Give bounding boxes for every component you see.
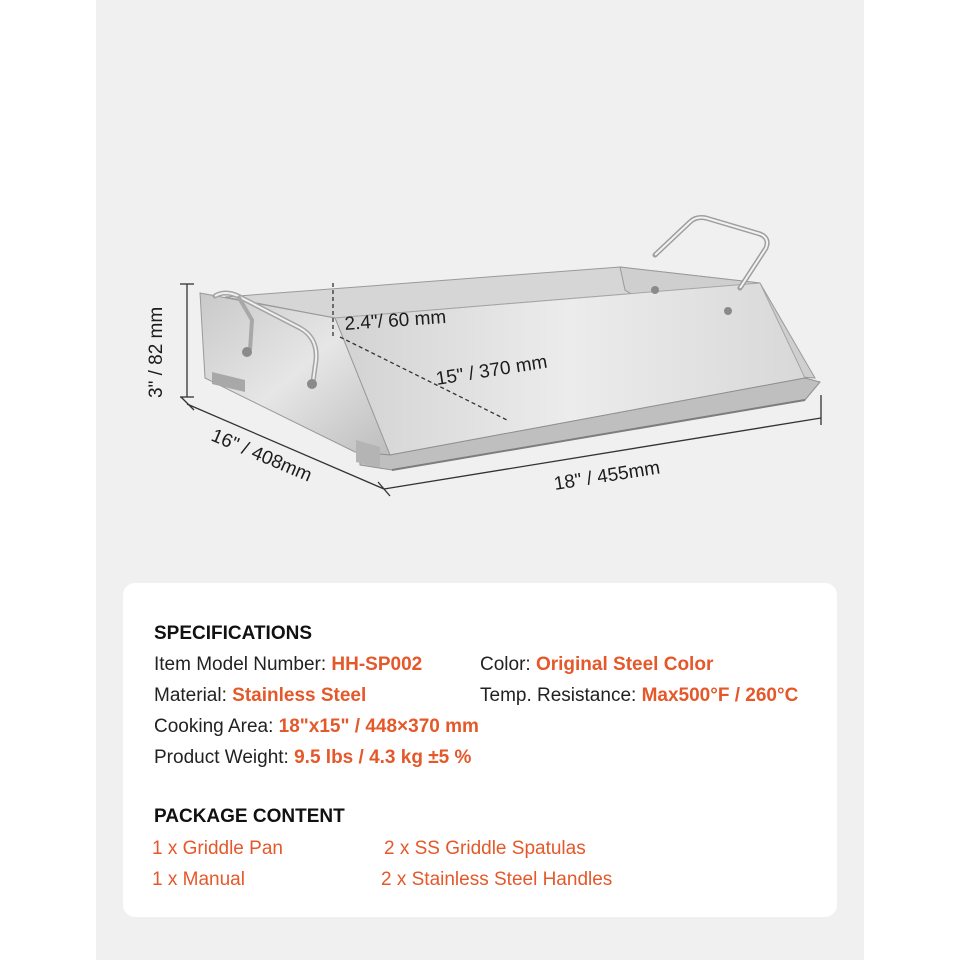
model-label: Item Model Number: (154, 654, 332, 675)
inner-length-dim-line (339, 336, 508, 421)
right-foot (356, 440, 380, 468)
spec-area: Cooking Area: 18"x15" / 448×370 mm (154, 716, 479, 738)
spec-temp: Temp. Resistance: Max500°F / 260°C (480, 685, 798, 707)
width-dim-line (186, 403, 385, 490)
model-value: HH-SP002 (331, 654, 423, 675)
temp-value: Max500°F / 260°C (641, 685, 799, 706)
package-item: 1 x Manual (152, 869, 245, 890)
spec-material: Material: Stainless Steel (154, 685, 366, 707)
package-item: 2 x Stainless Steel Handles (381, 869, 613, 890)
griddle-illustration: 2.4"/ 60 mm 15" / 370 mm 18" / 455mm 16"… (146, 215, 822, 497)
package-item: 1 x Griddle Pan (152, 838, 283, 859)
material-label: Material: (154, 685, 233, 706)
color-value: Original Steel Color (535, 654, 714, 675)
area-label: Cooking Area: (154, 716, 279, 737)
spec-weight: Product Weight: 9.5 lbs / 4.3 kg ±5 % (154, 747, 471, 769)
area-value: 18"x15" / 448×370 mm (278, 716, 479, 737)
width-label: 16" / 408mm (208, 425, 315, 486)
height-label: 3" / 82 mm (146, 307, 167, 398)
weight-value: 9.5 lbs / 4.3 kg ±5 % (294, 747, 472, 768)
length-dim-line (383, 417, 822, 490)
color-label: Color: (480, 654, 536, 675)
material-value: Stainless Steel (232, 685, 367, 706)
left-foot (212, 372, 245, 392)
specifications-card: SPECIFICATIONS Item Model Number: HH-SP0… (123, 583, 837, 917)
temp-label: Temp. Resistance: (480, 685, 642, 706)
package-heading: PACKAGE CONTENT (154, 806, 345, 827)
package-item: 2 x SS Griddle Spatulas (384, 838, 586, 859)
front-lip (359, 377, 821, 471)
weight-label: Product Weight: (154, 747, 295, 768)
length-label: 18" / 455mm (552, 457, 661, 494)
spec-color: Color: Original Steel Color (480, 654, 713, 676)
spec-model: Item Model Number: HH-SP002 (154, 654, 422, 676)
specifications-heading: SPECIFICATIONS (154, 623, 312, 644)
